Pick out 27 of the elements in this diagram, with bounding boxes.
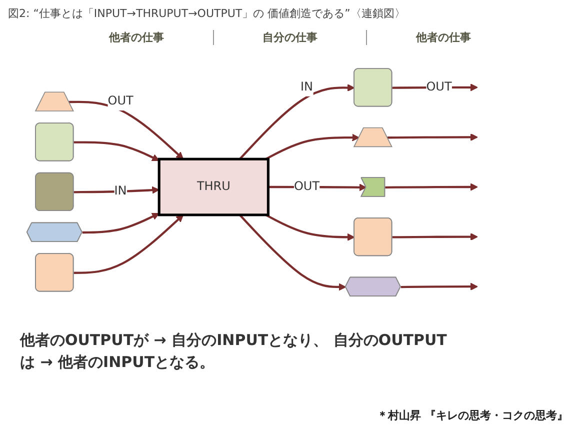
diagram-title: 図2: “仕事とは「INPUT→THRUPUT→OUTPUT」の 価値創造である”〈連鎖図〉: [8, 6, 406, 21]
arrow: [392, 233, 478, 241]
arrow: [69, 100, 184, 160]
node-trapezoid: [353, 127, 392, 148]
section-heading: 他者の仕事: [108, 30, 165, 45]
node-box: THRU: [158, 158, 270, 216]
arrow: [82, 212, 160, 234]
arrow: [238, 214, 346, 291]
arrow: [74, 186, 160, 194]
edge-label: OUT: [108, 94, 134, 108]
edge-label: OUT: [426, 80, 452, 94]
arrow: [74, 214, 184, 274]
arrow: [265, 134, 360, 160]
arrow: [238, 84, 355, 160]
section-heading: 自分の仕事: [212, 30, 366, 45]
source-note: ＊村山昇 『キレの思考・コクの思考』: [377, 408, 568, 423]
edge-label: IN: [114, 184, 127, 198]
arrow: [385, 183, 478, 191]
section-heading: 他者の仕事: [366, 30, 520, 45]
edge-label: IN: [300, 80, 314, 94]
caption: 他者のOUTPUTが → 自分のINPUTとなり、 自分のOUTPUTは → 他者のINPUTとなる。: [20, 330, 448, 373]
arrow: [265, 214, 355, 241]
arrow: [400, 282, 478, 290]
arrow: [74, 141, 160, 162]
arrow: [387, 133, 478, 141]
edge-label: OUT: [294, 180, 320, 194]
node-trapezoid: [34, 92, 74, 112]
